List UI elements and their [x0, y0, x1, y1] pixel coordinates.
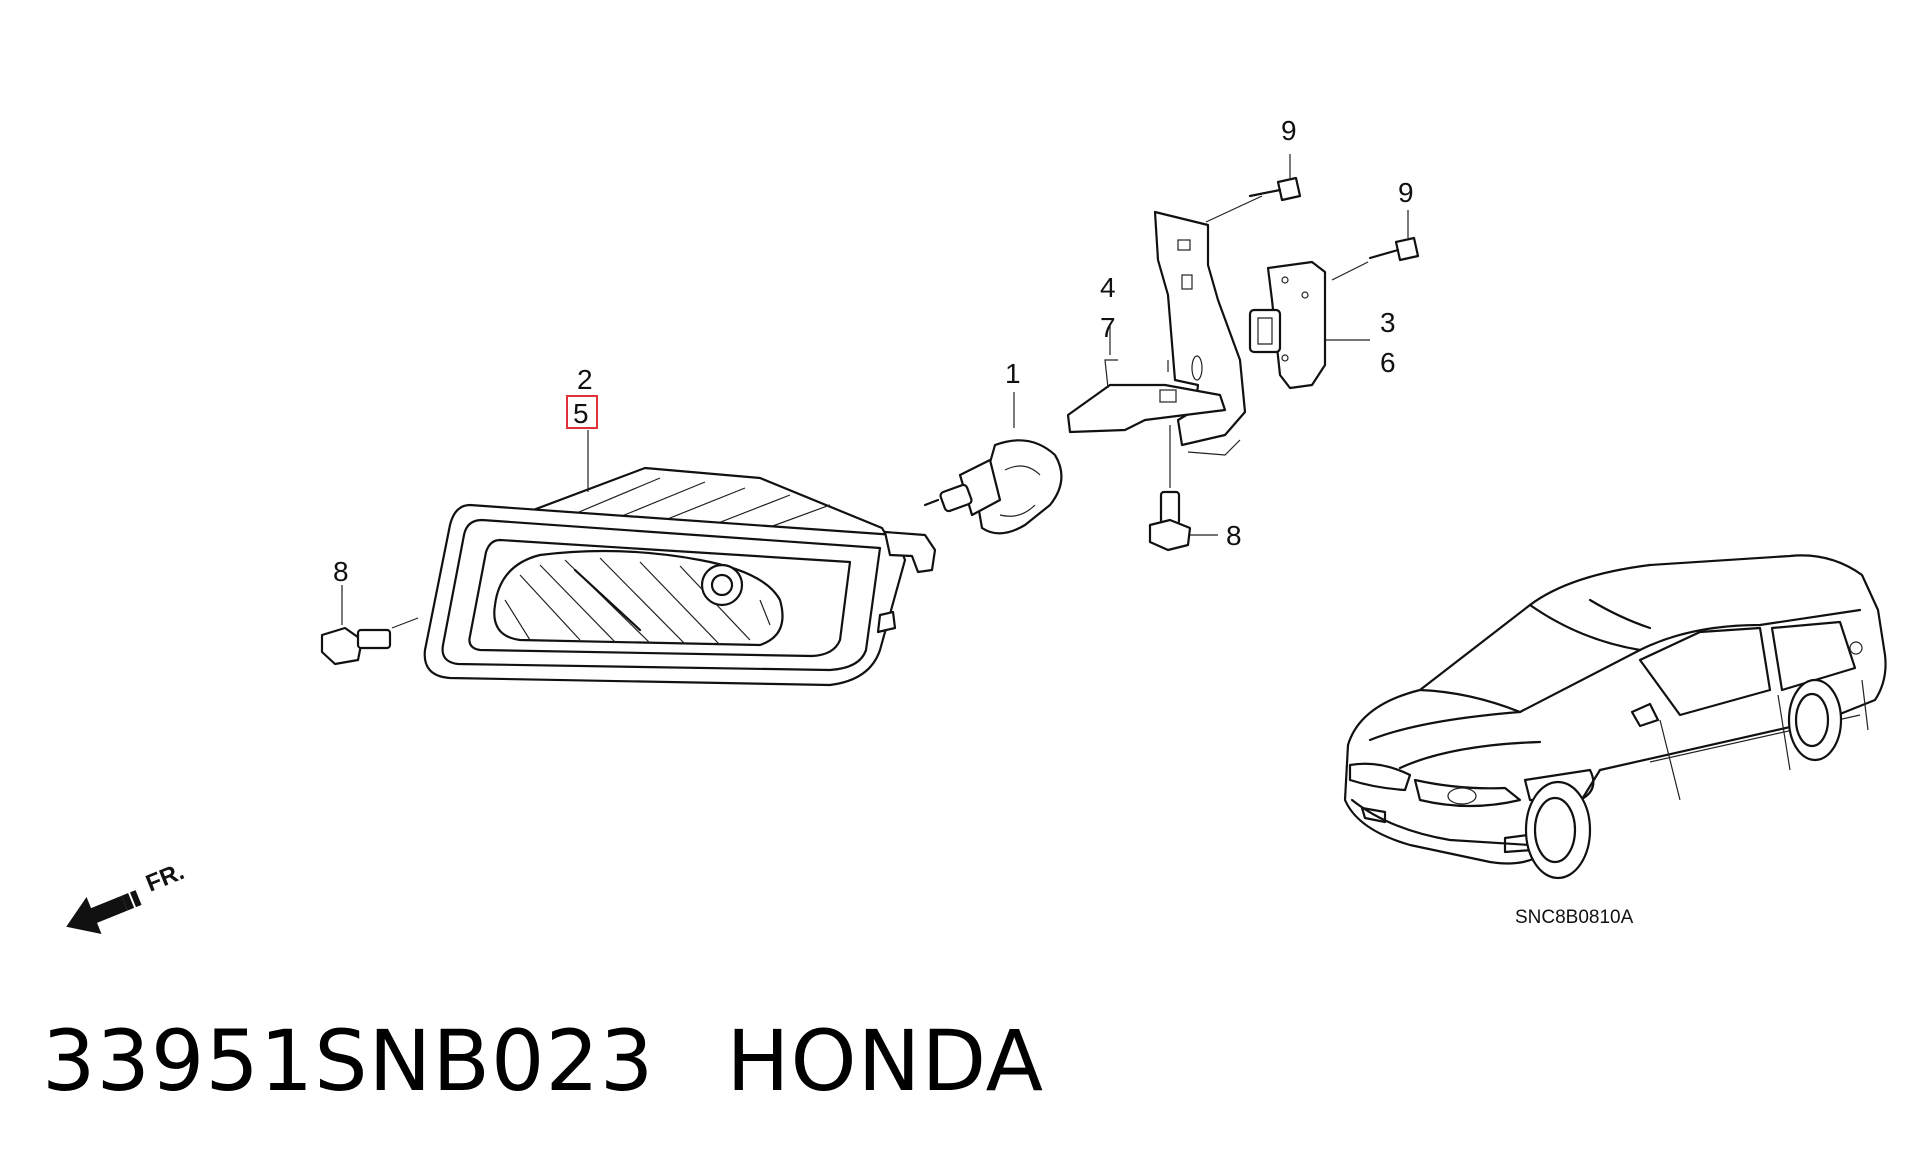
- brand-name: HONDA: [726, 1012, 1045, 1110]
- footer-caption: 33951SNB023 HONDA: [42, 1012, 1044, 1110]
- callout-bracket-lower: 7: [1100, 312, 1116, 343]
- callout-fog-lamp-upper: 2: [577, 364, 593, 395]
- mounting-bracket: [1066, 195, 1263, 456]
- bolt-left: [320, 585, 419, 666]
- bulb: [923, 392, 1063, 535]
- part-number: 33951SNB023: [42, 1012, 655, 1110]
- cover-plate: [1248, 260, 1370, 390]
- diagram-code: SNC8B0810A: [1515, 907, 1634, 928]
- callout-fog-lamp-lower: 5: [573, 398, 589, 429]
- screw-right: [1331, 210, 1420, 281]
- front-direction-label: FR.: [142, 858, 188, 898]
- highlight-box: [566, 395, 598, 429]
- callout-screw-top: 9: [1281, 115, 1297, 146]
- callout-bulb: 1: [1005, 358, 1021, 389]
- screw-top: [1248, 154, 1302, 202]
- callout-bolt-center: 8: [1226, 520, 1242, 551]
- callout-cover-lower: 6: [1380, 347, 1396, 378]
- callout-bracket-upper: 4: [1100, 272, 1116, 303]
- car-illustration: [1343, 554, 1887, 880]
- callout-cover-upper: 3: [1380, 307, 1396, 338]
- callout-screw-right: 9: [1398, 177, 1414, 208]
- fog-lamp-assembly: [423, 430, 937, 687]
- callout-bolt-left: 8: [333, 556, 349, 587]
- bolt-center: [1148, 425, 1218, 552]
- front-arrow-icon: [66, 890, 142, 935]
